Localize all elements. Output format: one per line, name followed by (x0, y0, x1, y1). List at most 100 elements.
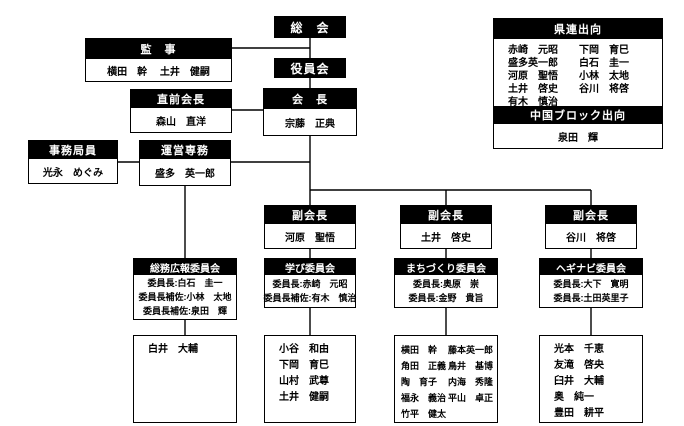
members-heginavi: 光本 千恵 友滝 啓央 臼井 大輔 奥 純一 豊田 耕平 (539, 335, 643, 423)
node-vice-president-3: 副会長 谷川 将啓 (545, 205, 637, 249)
officer-line: 委員長:大下 寛明 (553, 277, 628, 291)
members-manabi: 小谷 和由 下岡 育巳 山村 武尊 土井 健嗣 (264, 335, 356, 423)
secondment-name: 小林 太地 (579, 71, 629, 82)
member-name: 山村 武尊 (279, 376, 329, 387)
node-vice-president-1: 副会長 河原 聖悟 (264, 205, 356, 249)
secretariat-title: 事務局員 (29, 141, 117, 159)
member-name: 内海 秀隆 (448, 377, 494, 387)
officer-line: 委員長補佐:泉田 輝 (143, 304, 227, 318)
chugoku-block-title: 中国ブロック出向 (494, 106, 662, 124)
committee-heginavi-officers: 委員長:大下 寛明 委員長:土田英里子 (540, 275, 642, 307)
officer-line: 委員長:赤崎 元昭 (272, 277, 347, 291)
officer-role: 委員長: (553, 279, 584, 289)
officer-line: 委員長補佐:有木 慎治 (264, 291, 357, 305)
president-title: 会 長 (264, 89, 356, 109)
officer-name: 土田英里子 (583, 293, 629, 303)
committee-heginavi: ヘギナビ委員会 委員長:大下 寛明 委員長:土田英里子 (539, 258, 643, 308)
member-name: 竹平 健太 (401, 409, 447, 419)
secondment-name: 赤崎 元昭 (508, 45, 558, 56)
member-name: 陶 育子 (401, 377, 438, 387)
committee-manabi-title: 学び委員会 (265, 259, 355, 275)
node-prefectural-secondment: 県連出向 赤崎 元昭 下岡 育巳 盛多英一郎 白石 圭一 河原 聖悟 小林 太地… (493, 18, 663, 149)
past-president-name: 森山 直洋 (156, 116, 206, 128)
members-machizukuri-right: 藤本英一郎 鳥井 基博 内海 秀隆 平山 卓正 (448, 342, 495, 422)
members-machizukuri: 横田 幹 角田 正義 陶 育子 福永 義治 竹平 健太 藤本英一郎 鳥井 基博 … (394, 335, 498, 423)
committee-machizukuri: まちづくり委員会 委員長:奥原 崇 委員長:金野 貴旨 (394, 258, 498, 308)
officer-role: 委員長補佐: (263, 293, 312, 303)
members-general-affairs-pr: 白井 大輔 (133, 335, 237, 423)
secretariat-name: 光永 めぐみ (42, 167, 104, 179)
auditors-members: 横田 幹 土井 健嗣 (107, 66, 210, 78)
connector-path (118, 38, 592, 335)
member-name: 光本 千恵 (554, 344, 604, 355)
board-label: 役員会 (290, 61, 330, 76)
vice-president-1-name: 河原 聖悟 (285, 232, 335, 244)
officer-line: 委員長:白石 圭一 (147, 276, 222, 290)
general-assembly-label: 総 会 (290, 20, 330, 35)
vice-president-2-title: 副会長 (401, 206, 491, 224)
secondment-name: 盛多英一郎 (508, 58, 558, 69)
secondment-name: 白石 圭一 (579, 58, 629, 69)
officer-line: 委員長:土田英里子 (553, 291, 628, 305)
officer-name: 赤崎 元昭 (302, 279, 348, 289)
committee-machizukuri-title: まちづくり委員会 (395, 259, 497, 275)
node-auditors: 監 事 横田 幹 土井 健嗣 (85, 38, 232, 82)
officer-role: 委員長: (412, 279, 443, 289)
officer-line: 委員長補佐:小林 太地 (138, 290, 231, 304)
secondment-name: 有木 慎治 (508, 97, 558, 108)
officer-role: 委員長: (147, 278, 178, 288)
member-name: 平山 卓正 (448, 393, 494, 403)
auditors-title: 監 事 (86, 39, 231, 59)
member-name: 鳥井 基博 (448, 361, 494, 371)
officer-name: 小林 太地 (186, 292, 232, 302)
node-executive-director: 運営専務 盛多 英一郎 (139, 140, 231, 186)
committee-manabi: 学び委員会 委員長:赤崎 元昭 委員長補佐:有木 慎治 (264, 258, 357, 308)
member-name: 横田 幹 (401, 345, 438, 355)
secondment-name: 下岡 育巳 (579, 45, 629, 56)
member-name: 小谷 和由 (279, 344, 329, 355)
past-president-title: 直前会長 (131, 90, 231, 108)
member-name: 友滝 啓央 (554, 360, 604, 371)
vice-president-2-name: 土井 啓史 (421, 232, 471, 244)
secondment-name: 谷川 将啓 (579, 84, 629, 95)
vice-president-1-title: 副会長 (265, 206, 355, 224)
executive-director-title: 運営専務 (140, 141, 230, 159)
member-name: 藤本英一郎 (448, 345, 494, 355)
vice-president-3-name: 谷川 将啓 (566, 232, 616, 244)
officer-role: 委員長: (272, 279, 303, 289)
members-machizukuri-left: 横田 幹 角田 正義 陶 育子 福永 義治 竹平 健太 (401, 342, 448, 422)
officer-role: 委員長補佐: (138, 292, 187, 302)
secondment-name: 河原 聖悟 (508, 71, 558, 82)
member-name: 白井 大輔 (148, 344, 198, 355)
officer-name: 白石 圭一 (177, 278, 223, 288)
officer-name: 奥原 崇 (442, 279, 479, 289)
officer-name: 大下 寛明 (583, 279, 629, 289)
committee-general-affairs-pr-officers: 委員長:白石 圭一 委員長補佐:小林 太地 委員長補佐:泉田 輝 (134, 275, 236, 319)
chugoku-block-member: 泉田 輝 (558, 132, 598, 144)
member-name: 土井 健嗣 (279, 392, 329, 403)
member-name: 福永 義治 (401, 393, 447, 403)
member-name: 下岡 育巳 (279, 360, 329, 371)
officer-line: 委員長:奥原 崇 (413, 277, 479, 291)
node-president: 会 長 宗藤 正典 (263, 88, 357, 136)
node-secretariat: 事務局員 光永 めぐみ (28, 140, 118, 184)
committee-general-affairs-pr-title: 総務広報委員会 (134, 259, 236, 275)
member-name: 豊田 耕平 (554, 408, 604, 419)
officer-role: 委員長: (408, 293, 439, 303)
officer-role: 委員長補佐: (142, 306, 191, 316)
secondment-name: 土井 啓史 (508, 84, 558, 95)
officer-name: 有木 慎治 (311, 293, 357, 303)
officer-name: 泉田 輝 (190, 306, 227, 316)
committee-manabi-officers: 委員長:赤崎 元昭 委員長補佐:有木 慎治 (264, 275, 357, 307)
member-name: 奥 純一 (554, 392, 594, 403)
node-past-president: 直前会長 森山 直洋 (130, 89, 232, 133)
node-vice-president-2: 副会長 土井 啓史 (400, 205, 492, 249)
committee-machizukuri-officers: 委員長:奥原 崇 委員長:金野 貴旨 (395, 275, 497, 307)
node-general-assembly: 総 会 (274, 16, 346, 38)
committee-general-affairs-pr: 総務広報委員会 委員長:白石 圭一 委員長補佐:小林 太地 委員長補佐:泉田 輝 (133, 258, 237, 320)
member-name: 角田 正義 (401, 361, 447, 371)
officer-name: 金野 貴旨 (438, 293, 484, 303)
president-name: 宗藤 正典 (285, 118, 335, 130)
